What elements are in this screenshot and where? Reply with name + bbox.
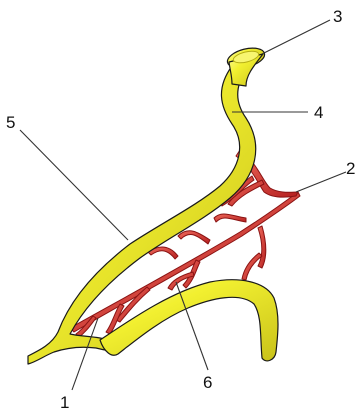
- upper-branch-3: [214, 214, 246, 222]
- leader-line-5: [20, 130, 128, 240]
- label-5: 5: [6, 113, 15, 132]
- label-2: 2: [346, 159, 355, 178]
- yellow-vessels: [28, 45, 278, 364]
- lower-branch-1: [258, 226, 266, 268]
- label-3: 3: [333, 7, 342, 26]
- arched-vein: [100, 280, 278, 361]
- label-1: 1: [60, 393, 69, 412]
- label-4: 4: [314, 103, 323, 122]
- leader-line-2: [296, 172, 346, 192]
- leader-line-3: [262, 20, 330, 54]
- upper-branch-4: [178, 231, 210, 244]
- label-6: 6: [203, 373, 212, 392]
